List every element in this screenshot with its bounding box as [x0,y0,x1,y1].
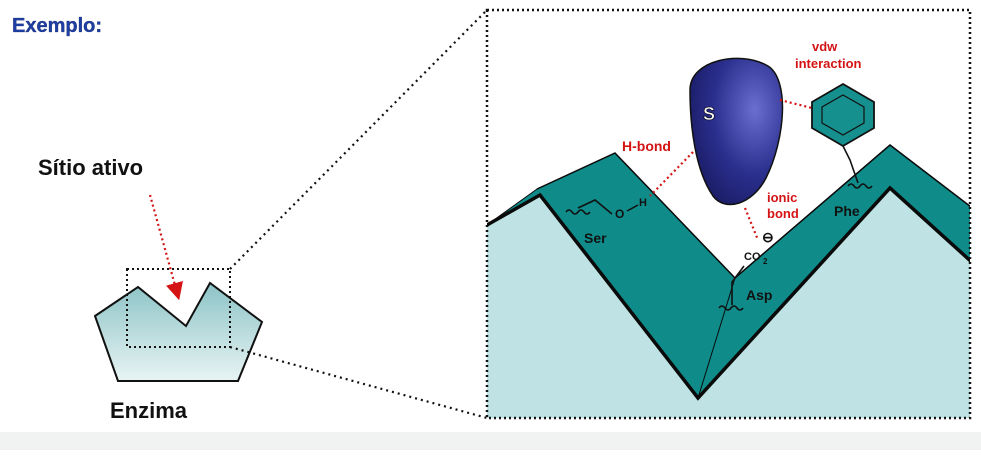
zoom-frame [485,8,972,420]
phe-residue-label: Phe [834,203,860,219]
asp-carboxylate-sub: 2 [763,257,768,266]
ionic-label-line1: ionic [767,190,797,205]
asp-residue-label: Asp [746,287,772,303]
ser-oxygen: O [615,207,624,221]
h-bond-line [649,151,694,197]
substrate-label: S [703,104,715,124]
vdw-interaction-line [779,98,813,110]
page-title: Exemplo: [12,15,102,37]
small-enzyme [93,268,264,382]
ser-hydrogen: H [639,197,647,209]
substrate-blob: S [689,57,784,206]
vdw-label-line1: vdw [812,39,838,54]
vdw-label-line2: interaction [795,56,862,71]
ionic-label-line2: bond [767,206,799,221]
enzyme-label: Enzima [110,398,188,423]
ionic-bond-line [743,207,760,241]
footer-strip [0,432,981,450]
h-bond-label: H-bond [622,138,671,154]
zoomed-active-site: O H Ser CO 2 Asp Phe S [485,8,972,420]
wavy-bond-icon [847,183,873,189]
asp-carboxylate: CO [744,251,761,263]
wavy-bond-icon [718,305,744,311]
benzene-ring-icon [811,82,875,148]
zoom-connector-bottom [229,345,488,420]
wavy-bond-icon [565,209,591,215]
active-site-arrow [148,194,183,301]
active-site-box [126,268,231,348]
negative-charge-icon: ⊖ [762,229,774,245]
active-site-label: Sítio ativo [38,155,143,180]
ser-residue-label: Ser [584,230,607,246]
zoom-connector-top [229,9,488,270]
